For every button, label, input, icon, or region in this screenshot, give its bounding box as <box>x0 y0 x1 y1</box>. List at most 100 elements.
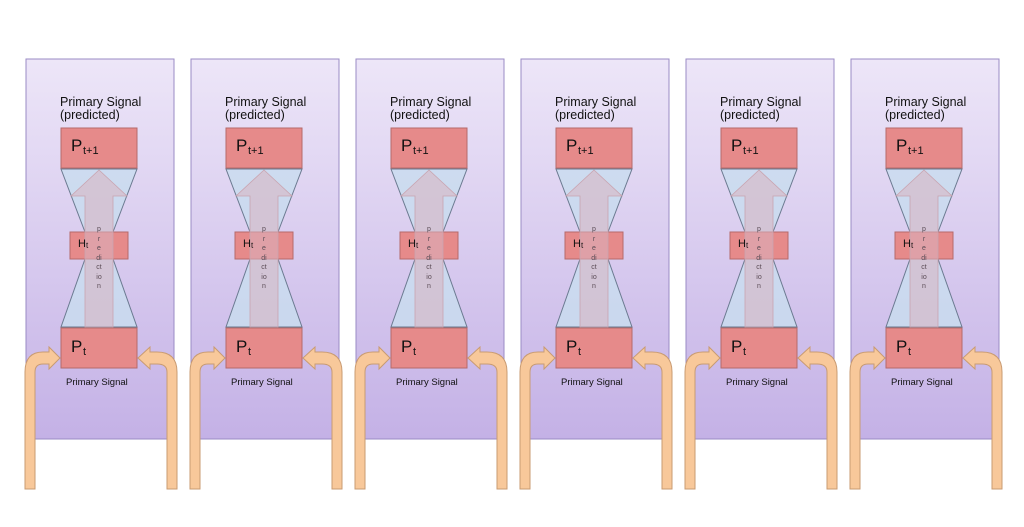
right-input-arrow <box>302 345 343 490</box>
prediction-arrow <box>894 169 954 329</box>
panel-title: Primary Signal <box>390 95 472 109</box>
panel-title: Primary Signal <box>60 95 142 109</box>
input-label: Primary Signal <box>66 377 128 388</box>
input-box-sub: t <box>248 346 252 358</box>
prediction-text-fragment: io <box>96 273 102 281</box>
panel-4 <box>519 58 673 490</box>
prediction-arrow <box>729 169 789 329</box>
hidden-sub: t <box>251 241 254 250</box>
predicted-box-sub: t+1 <box>248 145 264 157</box>
right-input-arrow <box>467 345 508 490</box>
panel-subtitle: (predicted) <box>60 108 120 122</box>
prediction-arrow <box>69 169 129 329</box>
prediction-text-fragment: e <box>757 245 761 252</box>
input-label: Primary Signal <box>891 377 953 388</box>
input-box-main: P <box>896 337 908 356</box>
prediction-text-fragment: r <box>262 235 266 243</box>
predicted-box <box>885 127 963 169</box>
input-label: Primary Signal <box>561 377 623 388</box>
prediction-text-fragment: n <box>97 283 101 290</box>
prediction-text-fragment: ct <box>921 264 927 271</box>
prediction-text-fragment: r <box>922 235 926 243</box>
input-box-main: P <box>731 337 743 356</box>
prediction-text-fragment: io <box>426 273 432 281</box>
predicted-box-sub: t+1 <box>83 145 99 157</box>
input-box-main: P <box>236 337 248 356</box>
panel-2 <box>189 58 343 490</box>
prediction-text-fragment: r <box>592 235 596 243</box>
hidden-main: H <box>243 238 251 250</box>
hidden-main: H <box>573 238 581 250</box>
predicted-box-sub: t+1 <box>908 145 924 157</box>
predicted-box <box>225 127 303 169</box>
prediction-text-fragment: e <box>592 245 596 252</box>
prediction-text-fragment: io <box>756 273 762 281</box>
predicted-box-main: P <box>401 136 413 155</box>
input-label: Primary Signal <box>396 377 458 388</box>
predicted-box <box>555 127 633 169</box>
panel-3 <box>354 58 508 490</box>
panel-1 <box>24 58 178 490</box>
prediction-text-fragment: ct <box>261 264 267 271</box>
input-box <box>885 327 963 369</box>
prediction-text-fragment: n <box>262 283 266 290</box>
predicted-box-sub: t+1 <box>578 145 594 157</box>
hidden-main: H <box>738 238 746 250</box>
prediction-text-fragment: n <box>592 283 596 290</box>
prediction-text-fragment: p <box>427 226 431 233</box>
hidden-sub: t <box>581 241 584 250</box>
prediction-text-fragment: r <box>757 235 761 243</box>
predicted-box-sub: t+1 <box>743 145 759 157</box>
prediction-text-fragment: io <box>591 273 597 281</box>
predicted-box-main: P <box>566 136 578 155</box>
prediction-text-fragment: ct <box>591 264 597 271</box>
left-input-arrow <box>354 345 391 490</box>
prediction-text-fragment: io <box>921 273 927 281</box>
right-input-arrow <box>632 345 673 490</box>
prediction-text-fragment: e <box>427 245 431 252</box>
prediction-text-fragment: di <box>426 254 432 262</box>
hidden-sub: t <box>746 241 749 250</box>
prediction-text-fragment: di <box>96 254 102 262</box>
input-box-sub: t <box>83 346 87 358</box>
prediction-text-fragment: p <box>757 226 761 233</box>
prediction-text-fragment: io <box>261 273 267 281</box>
prediction-text-fragment: di <box>921 254 927 262</box>
prediction-arrow <box>399 169 459 329</box>
predicted-box-main: P <box>731 136 743 155</box>
left-input-arrow <box>189 345 226 490</box>
panel-6 <box>849 58 1003 490</box>
predicted-box-main: P <box>896 136 908 155</box>
input-box-main: P <box>71 337 83 356</box>
input-box <box>555 327 633 369</box>
panel-subtitle: (predicted) <box>390 108 450 122</box>
panel-subtitle: (predicted) <box>885 108 945 122</box>
input-box <box>60 327 138 369</box>
input-label: Primary Signal <box>726 377 788 388</box>
input-box-main: P <box>566 337 578 356</box>
input-box <box>225 327 303 369</box>
panel-subtitle: (predicted) <box>225 108 285 122</box>
predicted-box-main: P <box>71 136 83 155</box>
input-box-main: P <box>401 337 413 356</box>
prediction-text-fragment: e <box>922 245 926 252</box>
hidden-main: H <box>408 238 416 250</box>
prediction-text-fragment: n <box>922 283 926 290</box>
predicted-box-sub: t+1 <box>413 145 429 157</box>
input-label: Primary Signal <box>231 377 293 388</box>
prediction-text-fragment: di <box>756 254 762 262</box>
prediction-text-fragment: n <box>757 283 761 290</box>
prediction-arrow <box>564 169 624 329</box>
left-input-arrow <box>24 345 61 490</box>
prediction-text-fragment: ct <box>756 264 762 271</box>
input-box-sub: t <box>578 346 582 358</box>
predicted-box <box>60 127 138 169</box>
panel-title: Primary Signal <box>555 95 637 109</box>
prediction-text-fragment: n <box>427 283 431 290</box>
hidden-sub: t <box>416 241 419 250</box>
left-input-arrow <box>849 345 886 490</box>
left-input-arrow <box>684 345 721 490</box>
right-input-arrow <box>797 345 838 490</box>
input-box-sub: t <box>908 346 912 358</box>
